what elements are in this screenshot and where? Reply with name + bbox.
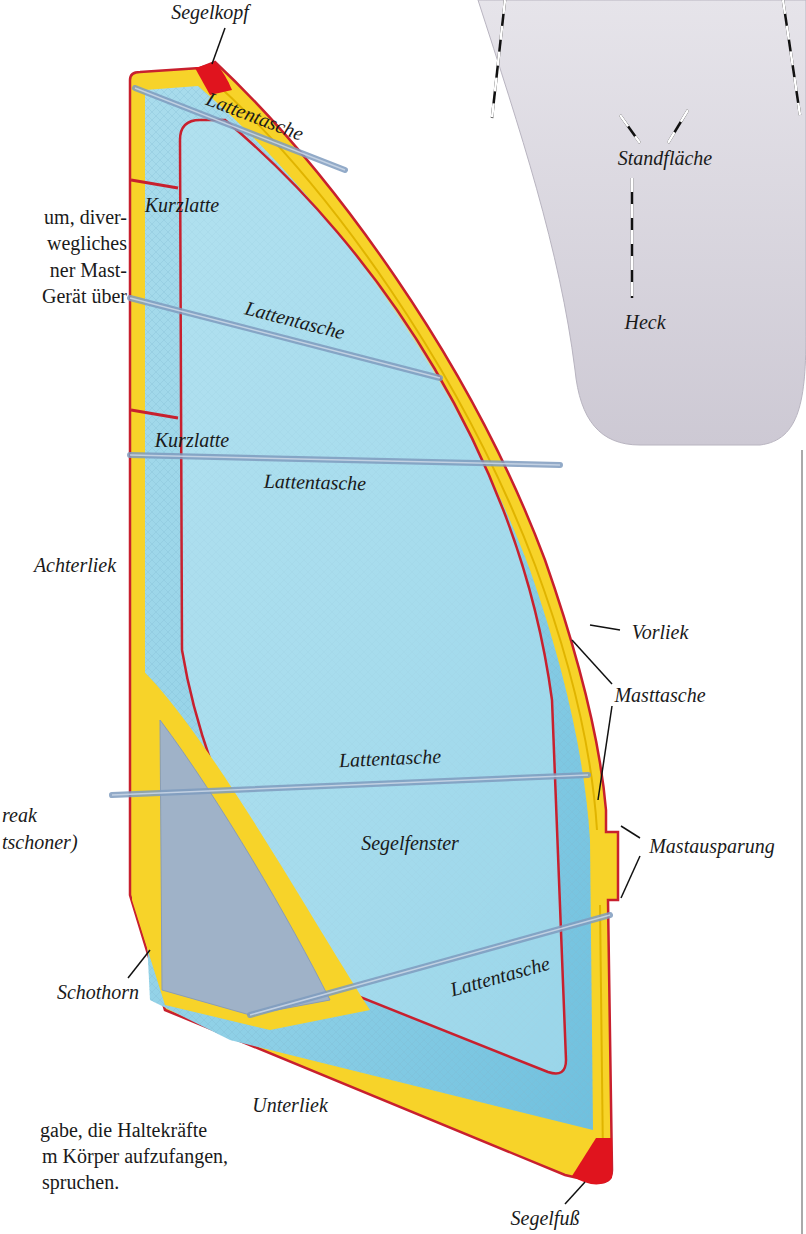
- part-label: Unterliek: [252, 1094, 328, 1116]
- leader-lines: [128, 28, 640, 1204]
- sail: [112, 62, 618, 1185]
- part-label: Heck: [624, 311, 665, 333]
- part-label: Lattentasche: [338, 745, 441, 771]
- part-label: Standfläche: [618, 147, 712, 169]
- part-label: Lattentasche: [243, 297, 347, 344]
- part-label: Kurzlatte: [155, 429, 229, 451]
- page-edge-line: [802, 450, 803, 1234]
- part-label: Achterliek: [34, 554, 116, 576]
- part-label: Segelfuß: [511, 1207, 580, 1229]
- text-fragment: um, diver-: [44, 206, 127, 228]
- part-label: Lattentasche: [203, 87, 306, 144]
- text-fragment: wegliches: [47, 232, 127, 254]
- part-label: Vorliek: [632, 621, 689, 643]
- text-fragment: reak: [2, 804, 37, 826]
- text-fragment: Gerät über: [42, 285, 127, 307]
- part-label: Lattentasche: [448, 952, 552, 1001]
- part-label: Mastausparung: [649, 835, 775, 857]
- part-label: Segelkopf: [171, 1, 249, 23]
- text-fragment: m Körper aufzufangen,: [42, 1145, 228, 1167]
- part-label: Kurzlatte: [145, 194, 219, 216]
- board: [478, 0, 806, 445]
- text-fragment: gabe, die Haltekräfte: [40, 1119, 207, 1141]
- part-label: Masttasche: [614, 684, 705, 706]
- part-label: Lattentasche: [264, 470, 367, 494]
- text-fragment: spruchen.: [42, 1171, 119, 1193]
- part-label: Segelfenster: [361, 832, 459, 854]
- text-fragment: ner Mast-: [50, 259, 127, 281]
- text-fragment: tschoner): [2, 831, 78, 853]
- part-label: Schothorn: [57, 981, 139, 1003]
